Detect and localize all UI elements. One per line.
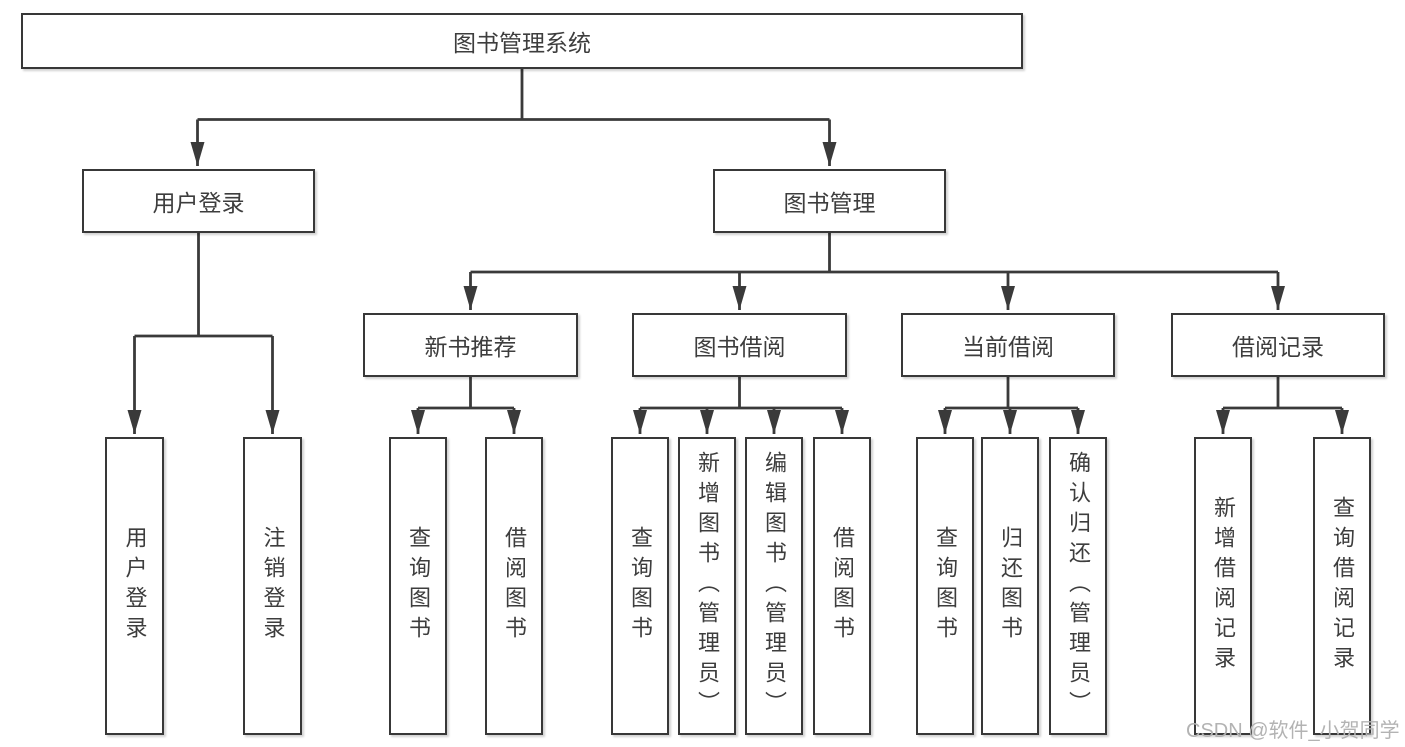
node-user-login-label: 用户登录: [152, 190, 245, 216]
node-root-system: 图书管理系统: [21, 13, 1023, 69]
leaf-borrow-books: 借阅图书: [813, 437, 871, 735]
node-current-borrowing: 当前借阅: [901, 313, 1115, 377]
node-book-borrowing-label: 图书借阅: [693, 334, 786, 360]
node-book-management: 图书管理: [713, 169, 946, 233]
leaf-add-borrow-record: 新增借阅记录: [1194, 437, 1252, 735]
node-book-management-label: 图书管理: [783, 190, 876, 216]
node-root-label: 图书管理系统: [453, 30, 591, 56]
node-borrowing-records-label: 借阅记录: [1232, 334, 1324, 360]
leaf-query-borrow-record: 查询借阅记录: [1313, 437, 1371, 735]
node-new-book-recommend: 新书推荐: [363, 313, 578, 377]
node-new-book-recommend-label: 新书推荐: [424, 334, 517, 360]
csdn-watermark: CSDN @软件_小贺同学: [1186, 720, 1400, 742]
node-current-borrowing-label: 当前借阅: [962, 334, 1054, 360]
leaf-confirm-return-admin: 确认归还（管理员）: [1049, 437, 1107, 735]
node-book-borrowing: 图书借阅: [632, 313, 847, 377]
leaf-return-books: 归还图书: [981, 437, 1039, 735]
leaf-logout: 注销登录: [243, 437, 302, 735]
node-borrowing-records: 借阅记录: [1171, 313, 1385, 377]
leaf-query-books: 查询图书: [389, 437, 447, 735]
node-user-login: 用户登录: [82, 169, 315, 233]
leaf-query-books: 查询图书: [916, 437, 974, 735]
leaf-query-books: 查询图书: [611, 437, 669, 735]
leaf-borrow-books: 借阅图书: [485, 437, 543, 735]
leaf-user-login: 用户登录: [105, 437, 164, 735]
leaf-edit-books-admin: 编辑图书（管理员）: [745, 437, 803, 735]
leaf-add-books-admin: 新增图书（管理员）: [678, 437, 736, 735]
